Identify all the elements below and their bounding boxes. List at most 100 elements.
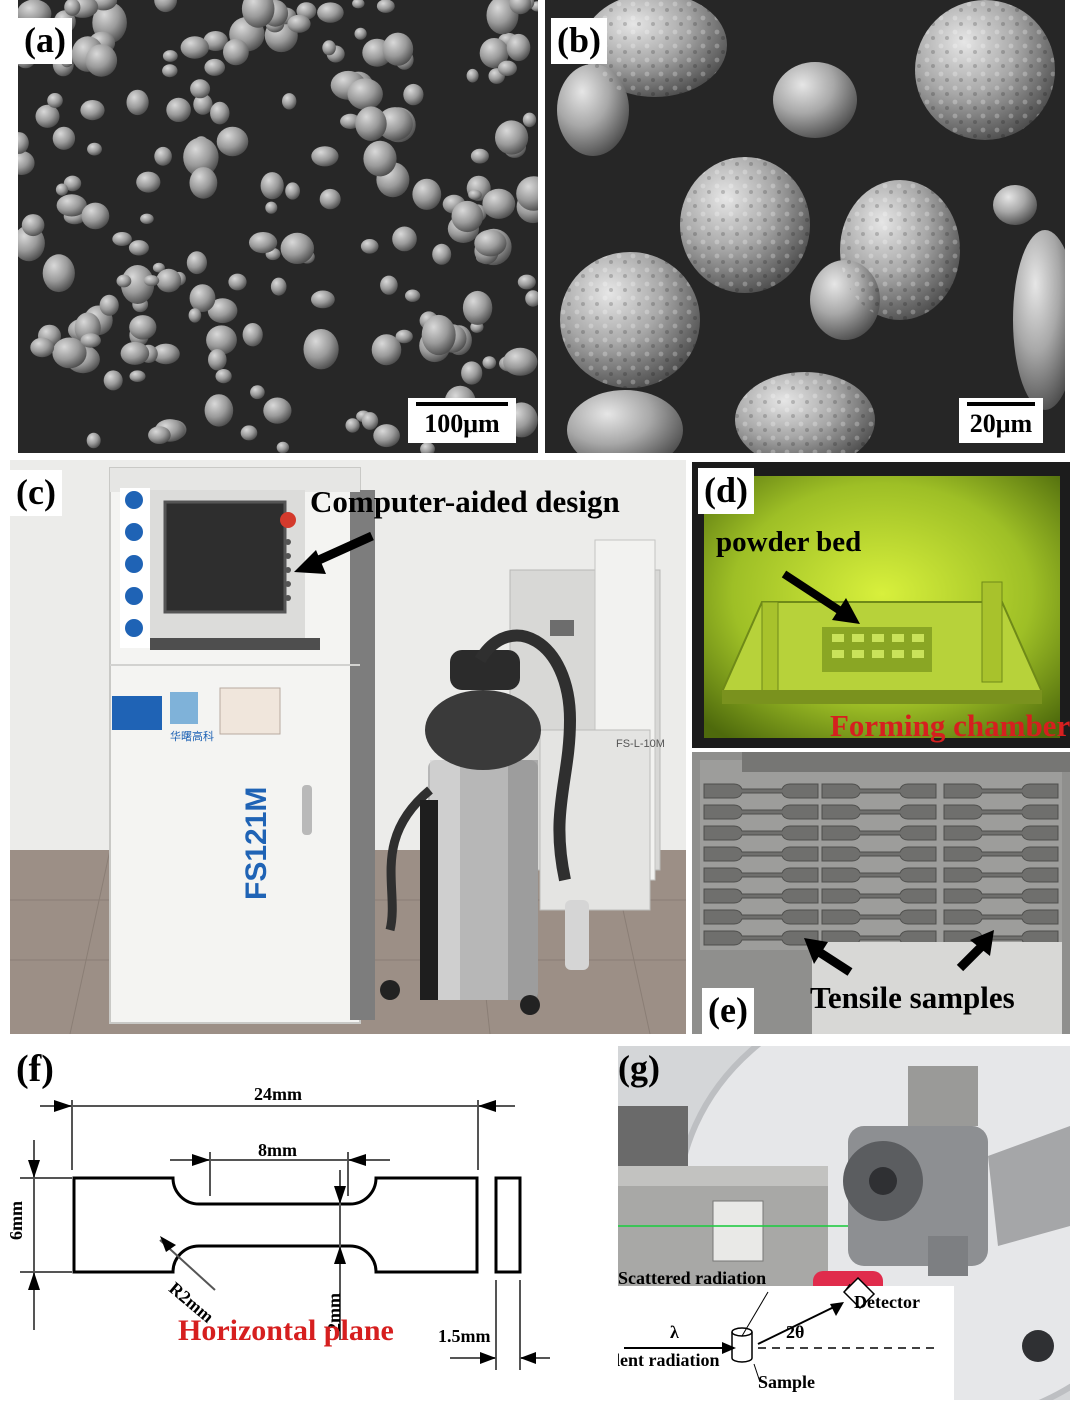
powder-particle: [128, 240, 149, 256]
powder-particle: [260, 172, 284, 200]
tensile-sample-shape: [703, 909, 819, 925]
powder-particle: [355, 106, 387, 141]
powder-particle: [86, 432, 101, 449]
dim-total-length: 24mm: [254, 1084, 302, 1104]
powder-particle: [497, 60, 517, 76]
tensile-sample-shape: [821, 804, 937, 820]
powder-particle: [121, 265, 155, 304]
powder-particle: [461, 361, 483, 385]
tensile-sample-shape: [703, 804, 819, 820]
two-theta-label: 2θ: [786, 1322, 805, 1342]
powder-particle: [517, 274, 536, 290]
powder-particle: [206, 325, 237, 355]
powder-particle: [405, 289, 421, 302]
powder-particle: [361, 412, 379, 430]
powder-particle: [241, 0, 275, 28]
tensile-samples-photo: [692, 752, 1070, 1034]
powder-particle: [129, 315, 157, 340]
powder-particle: [18, 132, 29, 154]
tensile-sample-shape: [703, 888, 819, 904]
powder-particle: [377, 107, 413, 141]
tensile-sample-shape: [821, 909, 937, 925]
brand-logo-text: 华曙高科: [170, 730, 214, 743]
powder-particle: [263, 397, 292, 424]
panel-a-sem-low-mag: (a) 100μm: [18, 0, 538, 453]
powder-particle: [322, 40, 336, 56]
powder-particle: [166, 97, 191, 122]
panel-g-xrd-setup: (g) Scattered radiation Detector λ 2θ In…: [618, 1046, 1070, 1400]
tensile-sample-shape: [943, 804, 1059, 820]
powder-particle: [303, 329, 339, 370]
powder-particle: [506, 33, 531, 62]
powder-particle: [280, 232, 314, 264]
powder-particle: [87, 142, 102, 156]
powder-particle: [140, 213, 154, 224]
tensile-sample-shape: [943, 846, 1059, 862]
panel-c-printer-photo: FS-L-10M 华曙高科 FS121M (c) Computer-aided …: [10, 460, 686, 1034]
powder-particle: [136, 171, 161, 193]
panel-e-label: (e): [702, 988, 754, 1034]
powder-particle: [249, 232, 278, 254]
powder-particle: [193, 93, 213, 115]
powder-particle: [482, 188, 516, 219]
tensile-sample-shape: [943, 909, 1059, 925]
powder-particle: [30, 337, 55, 358]
powder-particle: [242, 323, 263, 347]
powder-particle: [99, 294, 119, 316]
powder-particle: [363, 140, 397, 177]
powder-particle: [215, 369, 232, 384]
powder-particle: [207, 298, 238, 324]
tensile-sample-shape: [821, 783, 937, 799]
powder-particle: [240, 425, 258, 441]
powder-particles-closeup-image: [557, 0, 1065, 453]
powder-particle: [208, 349, 227, 371]
powder-particle: [21, 214, 45, 237]
powder-particle: [18, 151, 35, 175]
powder-particle: [120, 341, 150, 365]
cad-annotation: Computer-aided design: [310, 484, 620, 519]
powder-particle: [509, 0, 532, 15]
side-unit-model-text: FS-L-10M: [616, 738, 665, 750]
powder-particle: [52, 337, 87, 369]
powder-particle: [204, 394, 234, 427]
tensile-sample-shape: [943, 783, 1059, 799]
panel-c-label: (c): [10, 470, 62, 516]
powder-particle: [190, 79, 211, 99]
sample-label: Sample: [758, 1372, 816, 1392]
powder-particle: [403, 83, 424, 106]
powder-particle: [180, 36, 209, 59]
powder-particle: [80, 100, 105, 121]
powder-particle: [276, 441, 290, 453]
powder-particle: [451, 200, 484, 233]
powder-particle: [35, 104, 60, 128]
powder-particle: [420, 442, 435, 453]
powder-particle: [421, 314, 456, 356]
powder-particle: [156, 268, 182, 293]
powder-particle: [203, 31, 228, 51]
powder-particle: [148, 426, 171, 444]
powder-particle: [162, 64, 178, 78]
powder-particle: [250, 385, 265, 400]
powder-particle: [216, 126, 249, 157]
panel-e-tensile-samples: (e) Tensile samples: [692, 752, 1070, 1034]
forming-chamber-caption: Forming chamber: [830, 708, 1070, 743]
powder-particle: [186, 251, 207, 275]
scale-bar-text: 20μm: [969, 409, 1033, 438]
tensile-sample-shape: [821, 825, 937, 841]
powder-particle: [189, 284, 216, 312]
panel-a-scale-bar: 100μm: [408, 398, 516, 443]
powder-particle: [395, 329, 413, 344]
panel-b-label: (b): [551, 18, 607, 64]
powder-particle: [183, 137, 219, 177]
powder-particle: [352, 0, 365, 9]
cad-arrow: [294, 531, 374, 574]
powder-particle: [482, 356, 497, 370]
powder-particle: [265, 201, 278, 214]
powder-particles-image: [18, 0, 538, 453]
powder-particle: [52, 126, 76, 150]
tensile-sample-shape: [821, 867, 937, 883]
powder-particle: [479, 38, 509, 69]
powder-bed-annotation: powder bed: [716, 526, 862, 558]
powder-particle: [42, 254, 75, 293]
powder-particle: [319, 188, 341, 210]
